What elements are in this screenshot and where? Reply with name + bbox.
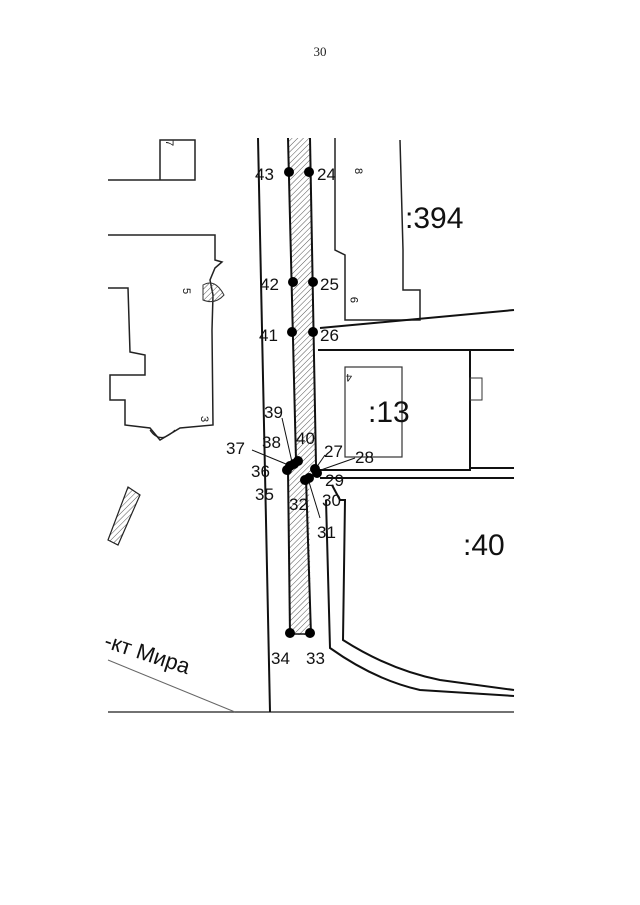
building-number-8: 8	[352, 168, 364, 174]
point-label-33: 33	[306, 649, 325, 668]
point-markers	[282, 167, 322, 638]
point-label-39: 39	[264, 403, 283, 422]
leader-28	[317, 457, 356, 472]
leader-39	[281, 417, 293, 463]
corridor-strip	[288, 138, 316, 635]
building-outline-5	[108, 234, 224, 441]
point-24	[304, 167, 314, 177]
point-29	[312, 468, 322, 478]
building-number-5: 5	[180, 288, 192, 294]
point-42	[288, 277, 298, 287]
street-edge-left	[257, 137, 271, 713]
point-label-31: 31	[317, 523, 336, 542]
point-41	[287, 327, 297, 337]
point-label-32: 32	[289, 495, 308, 514]
building-number-4: 4	[346, 371, 352, 383]
building-outline-8-9	[334, 138, 421, 321]
point-36	[282, 465, 292, 475]
point-33	[305, 628, 315, 638]
corridor-edge-left-lower	[287, 469, 291, 636]
point-label-25: 25	[320, 275, 339, 294]
corridor-edge-left	[287, 137, 297, 461]
parcel-label-13: :13	[368, 396, 410, 429]
point-label-29: 29	[325, 471, 344, 490]
building-number-7: 7	[163, 140, 175, 146]
point-label-34: 34	[271, 649, 290, 668]
point-label-28: 28	[355, 448, 374, 467]
building-entrance	[149, 429, 176, 439]
point-label-27: 27	[324, 442, 343, 461]
point-label-42: 42	[260, 275, 279, 294]
point-34	[285, 628, 295, 638]
point-label-41: 41	[259, 326, 278, 345]
point-label-37: 37	[226, 439, 245, 458]
annex	[469, 377, 483, 401]
page-number: 30	[313, 44, 327, 59]
parcel-394-boundary	[319, 309, 515, 329]
parcel-40-outline-inner	[325, 499, 515, 697]
building-number-9: 9	[349, 297, 361, 303]
corridor-edge-right-lower	[305, 477, 312, 636]
parcel-13-building	[318, 349, 471, 471]
point-label-30: 30	[322, 491, 341, 510]
building-outline-7	[108, 139, 196, 181]
parcel-label-40: :40	[463, 529, 505, 562]
point-25	[308, 277, 318, 287]
parcel-40-outline	[331, 484, 515, 691]
corridor-edge-right	[309, 137, 317, 466]
hatched-feature	[202, 282, 225, 303]
hatched-structure	[107, 486, 141, 546]
point-43	[284, 167, 294, 177]
leader-31	[308, 481, 321, 519]
point-label-36: 36	[251, 462, 270, 481]
building-outline-4	[344, 366, 403, 458]
point-label-43: 43	[255, 165, 274, 184]
point-label-38: 38	[262, 433, 281, 452]
point-label-24: 24	[317, 165, 336, 184]
parcel-label-394: :394	[405, 202, 463, 235]
street-boundary-line	[107, 659, 236, 713]
building-number-3: 3	[198, 416, 210, 422]
leader-37	[251, 449, 287, 465]
point-label-26: 26	[320, 326, 339, 345]
point-label-35: 35	[255, 485, 274, 504]
point-label-40: 40	[296, 429, 315, 448]
point-26	[308, 327, 318, 337]
street-name: -кт Мира	[101, 628, 194, 679]
point-31	[300, 475, 310, 485]
